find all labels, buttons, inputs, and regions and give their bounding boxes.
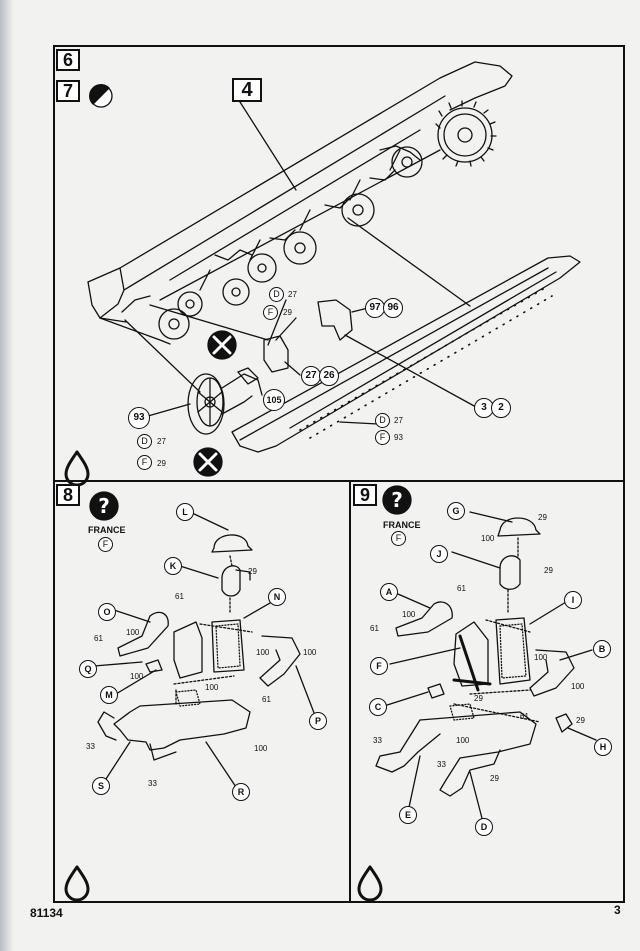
part-number: 61 <box>94 634 103 643</box>
part-number: 61 <box>370 624 379 633</box>
hull-side-drawing <box>87 61 513 345</box>
part-number: 29 <box>544 566 553 575</box>
callout-sprue-letter: F <box>263 305 278 320</box>
svg-text:?: ? <box>391 488 403 512</box>
callout-letter: M <box>100 686 118 704</box>
callout-letter: O <box>98 603 116 621</box>
callout-letter: J <box>430 545 448 563</box>
part-number: 100 <box>205 683 219 692</box>
paint-circle-icon <box>89 84 113 108</box>
callout-letter: K <box>164 557 182 575</box>
glue-drop-icon <box>64 450 383 902</box>
callout-part: 96 <box>383 298 403 318</box>
callout-letter: R <box>232 783 250 801</box>
country-code-badge: F <box>391 531 406 546</box>
part-number: 61 <box>457 584 466 593</box>
part-number: 33 <box>437 760 446 769</box>
callout-letter: N <box>268 588 286 606</box>
country-code-badge: F <box>98 537 113 552</box>
callout-letter: Q <box>79 660 97 678</box>
question-mark-icon <box>89 485 412 521</box>
remove-x-mark-top <box>207 330 237 360</box>
step-number-box: 8 <box>56 484 80 506</box>
idler-wheel-drawing <box>187 367 259 435</box>
remove-x-mark-bottom <box>193 447 223 477</box>
callout-letter: B <box>593 640 611 658</box>
callout-letter: E <box>399 806 417 824</box>
callout-sprue-letter: D <box>375 413 390 428</box>
part-number: 33 <box>148 779 157 788</box>
part-number: 100 <box>456 736 470 745</box>
callout-letter: S <box>92 777 110 795</box>
bracket-97-96 <box>317 299 353 341</box>
callout-part-number: 29 <box>283 308 292 317</box>
callout-letter: F <box>370 657 388 675</box>
part-number: 29 <box>576 716 585 725</box>
part-number: 100 <box>303 648 317 657</box>
horizontal-divider <box>53 480 625 482</box>
callout-part: 27 <box>301 366 321 386</box>
part-number: 29 <box>248 567 257 576</box>
track-guard-drawing <box>231 255 581 453</box>
callout-sprue-letter: D <box>269 287 284 302</box>
part-number: 29 <box>490 774 499 783</box>
callout-part-number: 93 <box>394 433 403 442</box>
callout-letter: I <box>564 591 582 609</box>
part-number: 33 <box>373 736 382 745</box>
part-number: 100 <box>534 653 548 662</box>
part-number: 100 <box>571 682 585 691</box>
page-binding-shadow <box>0 0 14 951</box>
callout-sprue-letter: D <box>137 434 152 449</box>
callout-part-number: 27 <box>157 437 166 446</box>
callout-part: 2 <box>491 398 511 418</box>
callout-part-number: 27 <box>288 290 297 299</box>
callout-part: 93 <box>128 407 150 429</box>
callout-letter: H <box>594 738 612 756</box>
callout-letter: C <box>369 698 387 716</box>
step-number-box: 7 <box>56 80 80 102</box>
part-number: 61 <box>175 592 184 601</box>
callout-sprue-letter: F <box>375 430 390 445</box>
callout-part-number: 29 <box>157 459 166 468</box>
instruction-frame <box>53 45 625 903</box>
document-code: 81134 <box>30 906 63 920</box>
part-number: 29 <box>474 694 483 703</box>
part-number: 61 <box>520 712 529 721</box>
part-number: 100 <box>402 610 416 619</box>
callout-part: 26 <box>319 366 339 386</box>
part-number: 29 <box>538 513 547 522</box>
part-number: 100 <box>130 672 144 681</box>
figure-9-drawing <box>375 511 597 827</box>
callout-letter: P <box>309 712 327 730</box>
step-number-box: 9 <box>353 484 377 506</box>
callout-part: 97 <box>365 298 385 318</box>
callout-part: 105 <box>263 389 285 411</box>
part-4-leader <box>239 101 297 191</box>
part-number: 61 <box>262 695 271 704</box>
part-number: 100 <box>256 648 270 657</box>
part-number: 100 <box>254 744 268 753</box>
callout-sprue-letter: F <box>137 455 152 470</box>
part-number: 100 <box>481 534 495 543</box>
vertical-divider <box>349 480 351 903</box>
part-number: 100 <box>126 628 140 637</box>
svg-text:?: ? <box>98 494 110 518</box>
figure-8-drawing <box>93 511 317 791</box>
country-label: FRANCE <box>88 525 126 535</box>
callout-part-number: 27 <box>394 416 403 425</box>
step-number-box: 6 <box>56 49 80 71</box>
callout-letter: L <box>176 503 194 521</box>
callout-letter: A <box>380 583 398 601</box>
page-number: 3 <box>614 903 621 917</box>
callout-letter: G <box>447 502 465 520</box>
callout-letter: D <box>475 818 493 836</box>
country-label: FRANCE <box>383 520 421 530</box>
part-number: 33 <box>86 742 95 751</box>
bracket-27-26 <box>263 335 289 373</box>
main-part-box: 4 <box>232 78 262 102</box>
